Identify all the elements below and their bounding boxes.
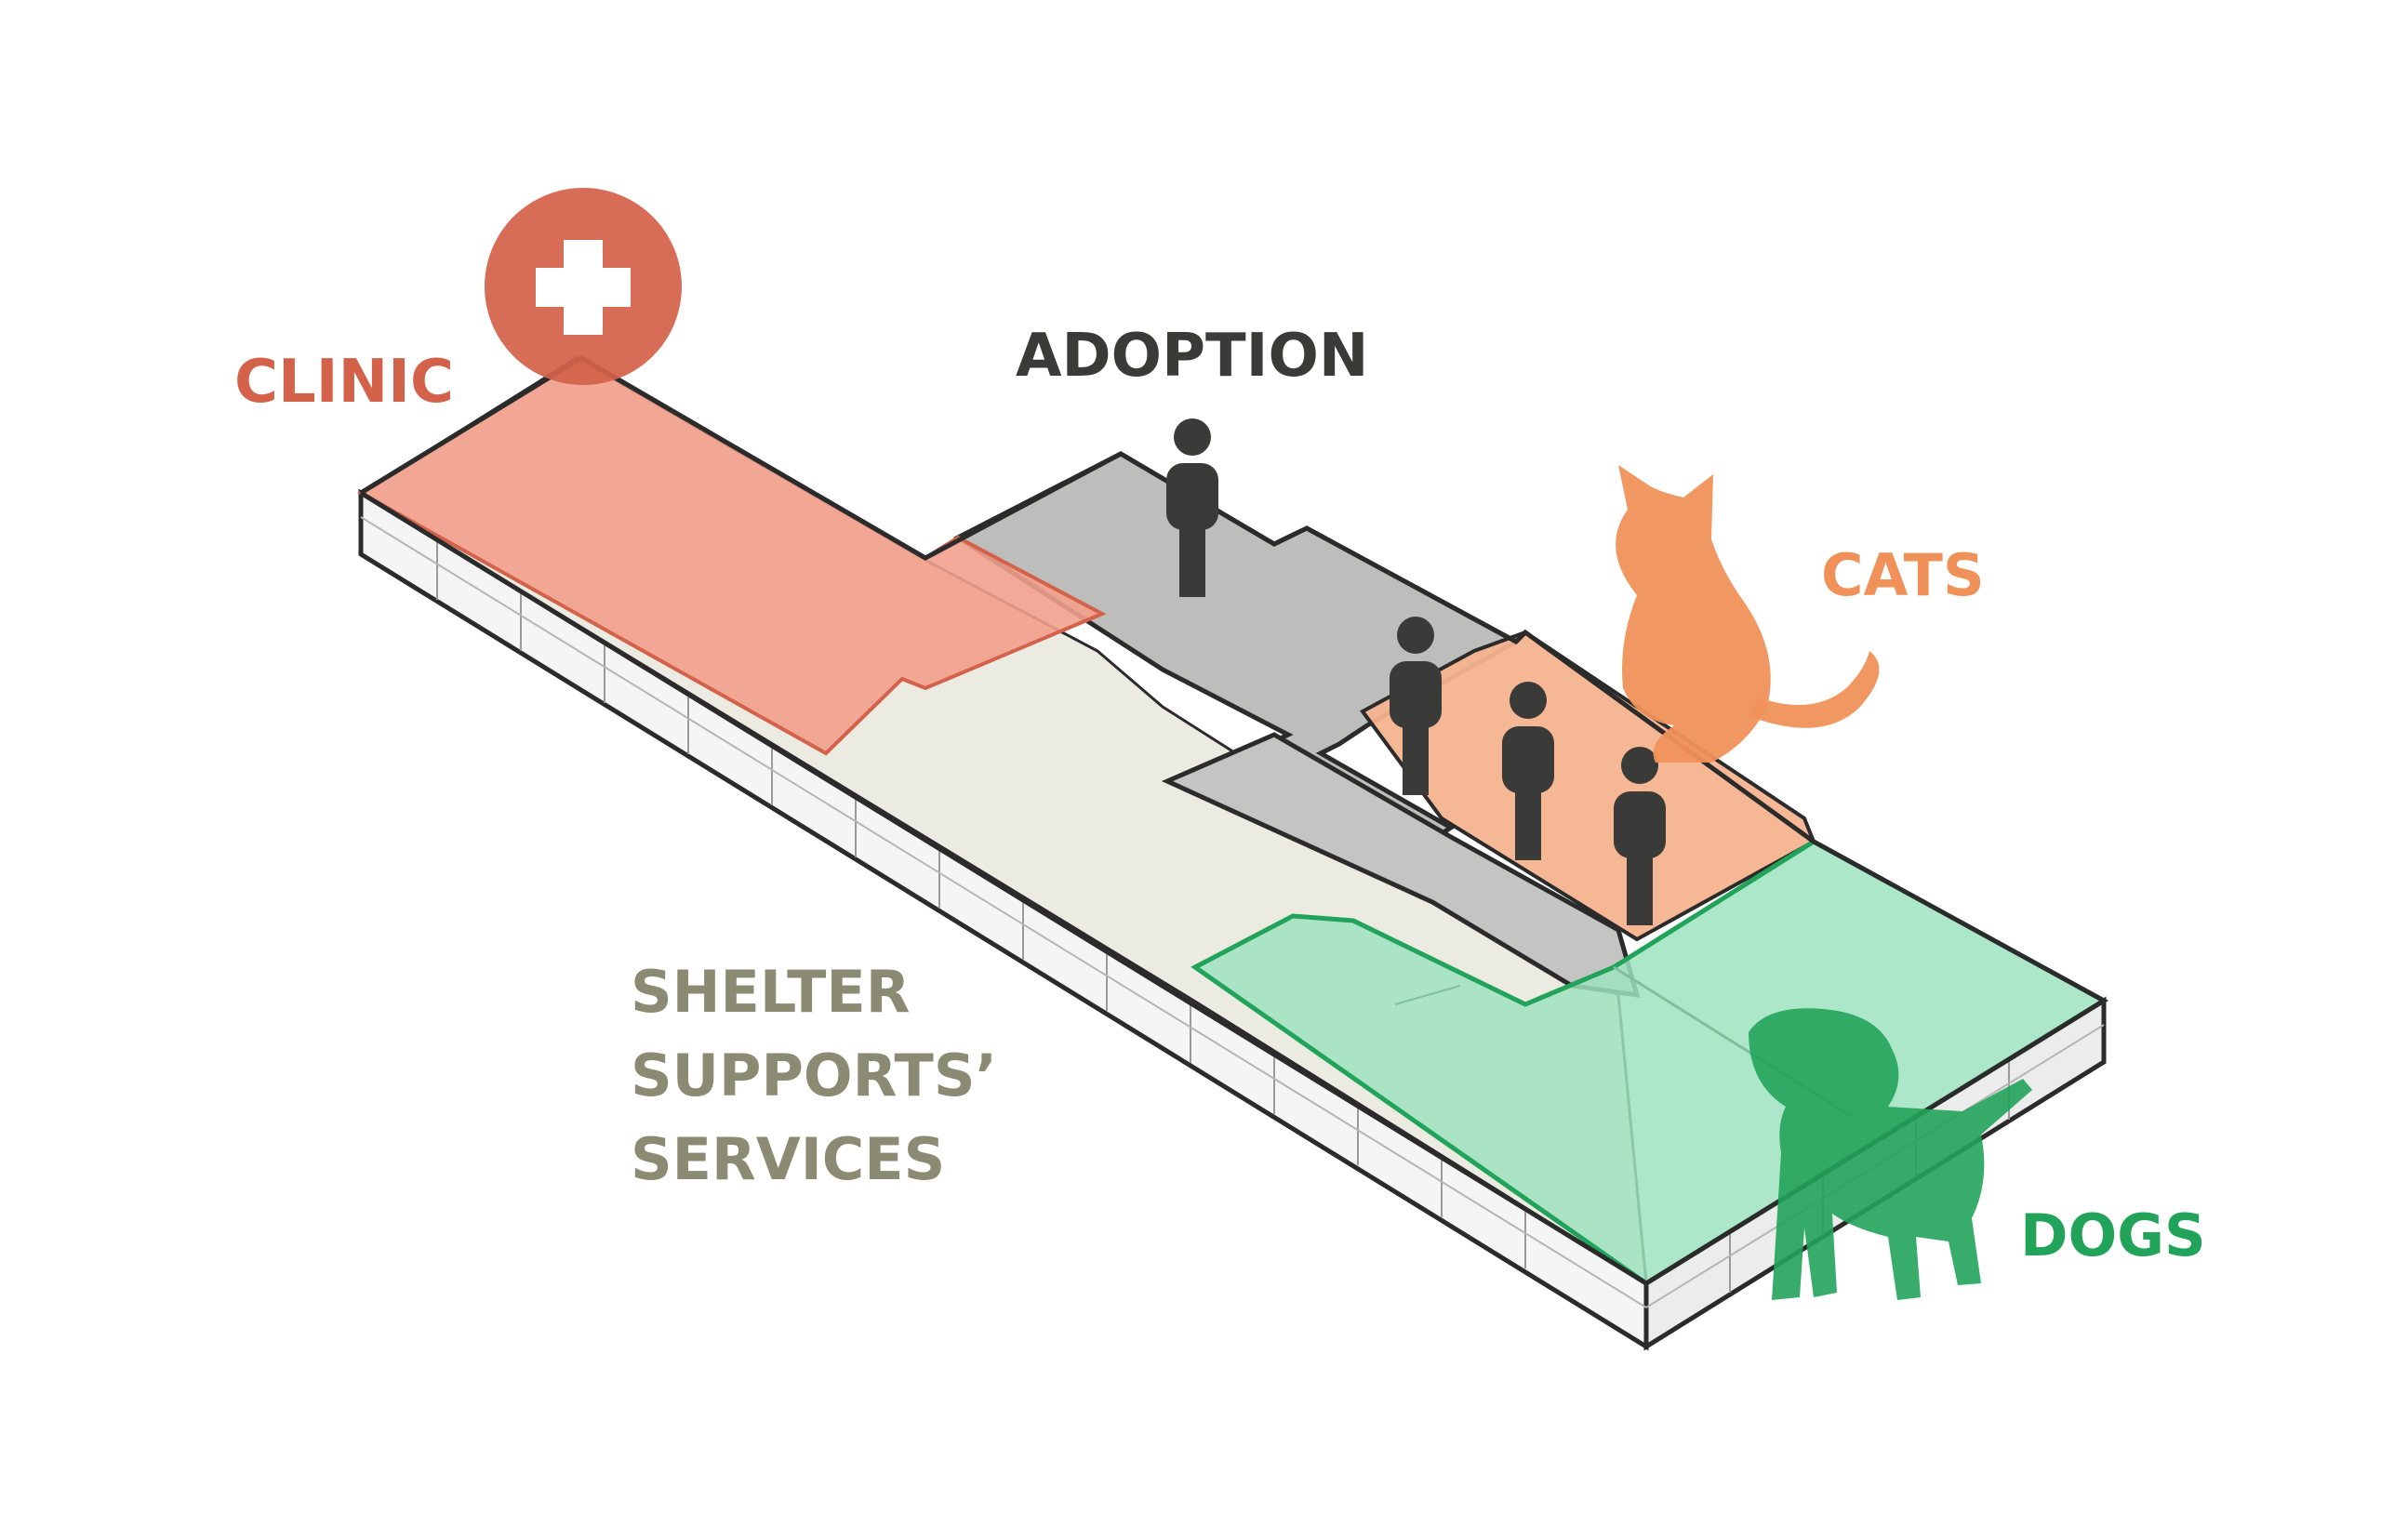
adoption-people-figures: [1166, 418, 1666, 925]
person-icon: [1390, 617, 1442, 795]
building-outline: [359, 355, 2108, 1286]
person-icon: [1614, 747, 1666, 925]
person-icon: [1502, 682, 1554, 860]
shelter-label-line-3: SERVICES: [631, 1125, 945, 1193]
cat-icon: [1616, 465, 1880, 763]
shelter-label-line-1: SHELTER: [631, 958, 911, 1026]
clinic-label: CLINIC: [234, 348, 454, 417]
adoption-label: ADOPTION: [1016, 322, 1368, 391]
cats-label: CATS: [1821, 541, 1985, 609]
cats-zone-floor: [1360, 630, 1816, 942]
person-icon: [1166, 418, 1218, 597]
shelter-label: SHELTER SUPPORTS’ SERVICES: [631, 958, 997, 1193]
dog-icon: [1749, 1008, 2032, 1300]
shelter-label-line-2: SUPPORTS’: [631, 1042, 997, 1109]
dogs-label: DOGS: [2020, 1201, 2206, 1269]
medical-cross-icon: [485, 188, 682, 385]
